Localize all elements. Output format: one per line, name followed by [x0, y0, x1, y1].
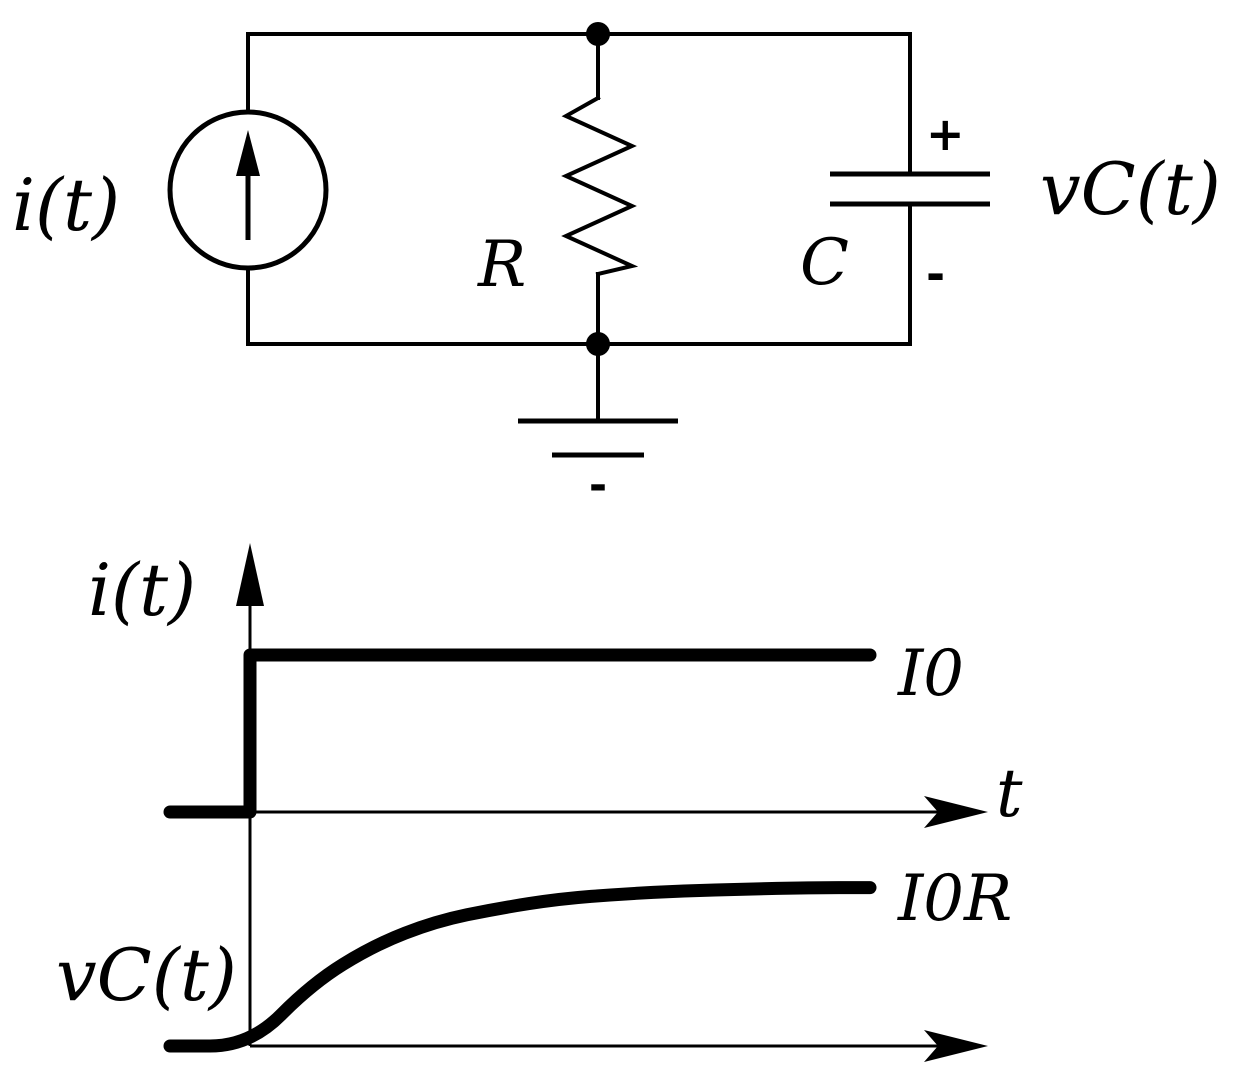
capacitor-label: C	[800, 226, 849, 300]
top-node-dot	[586, 22, 610, 46]
current-level-label: I0	[897, 637, 964, 711]
circuit-wires	[246, 32, 912, 422]
source-label: i(t)	[12, 163, 120, 247]
voltage-rise-series-line	[163, 881, 877, 1053]
current-step-series-line	[163, 648, 877, 819]
capacitor-icon	[830, 171, 990, 207]
voltage-level-label: I0R	[897, 862, 1012, 936]
current-axis-label: i(t)	[88, 548, 196, 632]
current-time-axis-arrowhead	[924, 796, 988, 828]
resistor-icon	[561, 95, 639, 277]
current-source-icon	[167, 109, 329, 271]
voltage-time-axis-arrowhead	[924, 1030, 988, 1062]
ground-minus-sign: -	[589, 460, 607, 511]
y-axis-arrowhead	[236, 543, 264, 606]
bottom-node-dot	[586, 332, 610, 356]
voltage-axis-label: vC(t)	[56, 933, 237, 1017]
capacitor-voltage-label: vC(t)	[1040, 147, 1221, 231]
time-axis-label: t	[996, 755, 1023, 832]
ground-icon	[518, 418, 678, 458]
resistor-label: R	[477, 228, 526, 302]
capacitor-minus-sign: -	[926, 247, 945, 301]
capacitor-plus-sign: +	[926, 107, 965, 161]
